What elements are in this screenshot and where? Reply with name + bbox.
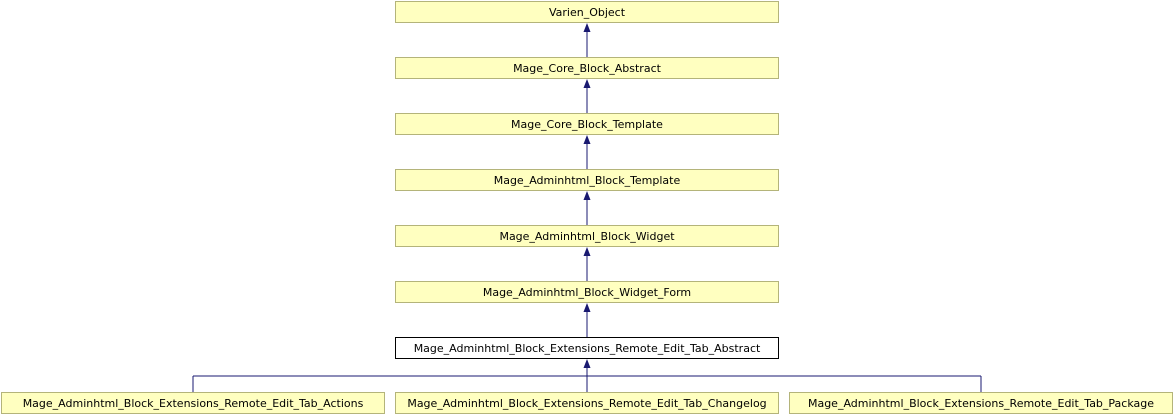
- node-core-block-abstract[interactable]: Mage_Core_Block_Abstract: [395, 57, 779, 79]
- node-remote-edit-tab-package[interactable]: Mage_Adminhtml_Block_Extensions_Remote_E…: [789, 392, 1173, 414]
- arrowhead-into-adminhtml-block-widget-form: [583, 303, 591, 312]
- node-adminhtml-block-template[interactable]: Mage_Adminhtml_Block_Template: [395, 169, 779, 191]
- node-core-block-template[interactable]: Mage_Core_Block_Template: [395, 113, 779, 135]
- arrowhead-into-remote-edit-tab-abstract: [583, 359, 591, 368]
- node-varien-object[interactable]: Varien_Object: [395, 1, 779, 23]
- node-remote-edit-tab-changelog[interactable]: Mage_Adminhtml_Block_Extensions_Remote_E…: [395, 392, 779, 414]
- arrowhead-into-adminhtml-block-widget: [583, 247, 591, 256]
- arrowhead-into-adminhtml-block-template: [583, 191, 591, 200]
- node-remote-edit-tab-actions[interactable]: Mage_Adminhtml_Block_Extensions_Remote_E…: [1, 392, 385, 414]
- node-adminhtml-block-widget[interactable]: Mage_Adminhtml_Block_Widget: [395, 225, 779, 247]
- node-adminhtml-block-widget-form[interactable]: Mage_Adminhtml_Block_Widget_Form: [395, 281, 779, 303]
- arrowhead-into-varien-object: [583, 23, 591, 32]
- arrowhead-into-core-block-abstract: [583, 79, 591, 88]
- node-remote-edit-tab-abstract: Mage_Adminhtml_Block_Extensions_Remote_E…: [395, 337, 779, 359]
- arrowhead-into-core-block-template: [583, 135, 591, 144]
